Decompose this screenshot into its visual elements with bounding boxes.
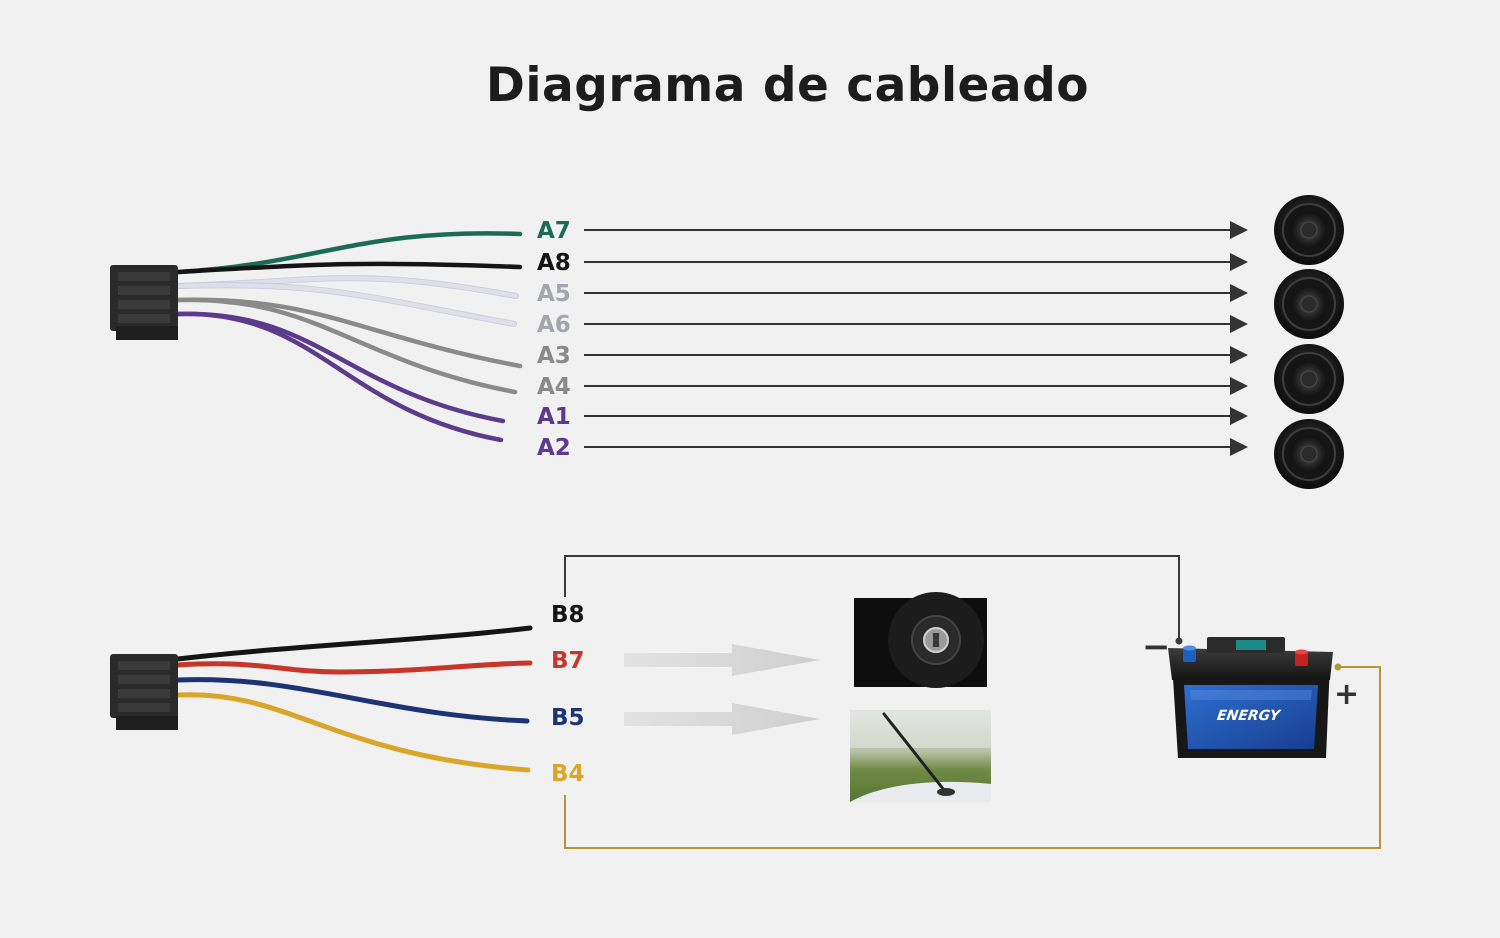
wire-b5 (175, 677, 530, 724)
battery-positive-terminal (1295, 652, 1308, 666)
battery-negative-cap (1183, 645, 1196, 651)
arrowhead-a5 (1230, 284, 1248, 302)
pin-label-a5: A5 (537, 281, 571, 307)
wire-a4 (175, 297, 518, 395)
wire-a6 (175, 283, 517, 327)
arrowhead-a7 (1230, 221, 1248, 239)
arrowhead-a1 (1230, 407, 1248, 425)
pin-label-b8: B8 (551, 602, 585, 628)
arrowhead-a6 (1230, 315, 1248, 333)
arrowhead-a3 (1230, 346, 1248, 364)
speaker-icon (1274, 269, 1344, 339)
antenna-car-roof (850, 781, 991, 802)
battery-label (1184, 685, 1318, 749)
connector-a-latch (116, 326, 178, 340)
pin-label-a8: A8 (537, 250, 571, 276)
connector-b-latch (116, 716, 178, 730)
speaker-dustcap (1300, 370, 1318, 388)
battery-minus-sign: − (1142, 627, 1171, 667)
connector-a-slot (118, 314, 170, 323)
arrowhead-a4 (1230, 377, 1248, 395)
battery-positive-cap (1295, 649, 1308, 655)
wire-b7 (175, 660, 533, 675)
arrowhead-a8 (1230, 253, 1248, 271)
ignition-switch-image (854, 592, 987, 688)
wire-a8 (175, 261, 523, 275)
pin-label-b4: B4 (551, 761, 585, 787)
connector-a-slot (118, 272, 170, 281)
battery-plus-sign: + (1334, 677, 1360, 712)
b8-ground-line (564, 555, 1180, 640)
pin-label-a4: A4 (537, 374, 571, 400)
connector-b-slot (118, 675, 170, 684)
battery-label-highlight (1190, 690, 1312, 700)
connector-a-slot (118, 300, 170, 309)
battery-display (1236, 640, 1266, 650)
b8-ground-node (1175, 637, 1183, 645)
ignition-keyhole (933, 633, 939, 647)
pin-label-b7: B7 (551, 648, 585, 674)
speaker-icon (1274, 344, 1344, 414)
connector-a-slot (118, 286, 170, 295)
connector-b-slot (118, 661, 170, 670)
arrowhead-a2 (1230, 438, 1248, 456)
connector-b-slot (118, 703, 170, 712)
connector-a (110, 265, 178, 340)
speaker-dustcap (1300, 221, 1318, 239)
b7-gray-arrow (624, 644, 820, 676)
diagram-title: Diagrama de cableado (485, 58, 1090, 113)
pin-label-a6: A6 (537, 312, 571, 338)
b4-power-line (564, 666, 1381, 849)
speaker-icon (1274, 419, 1344, 489)
battery-icon (1168, 637, 1333, 758)
battery-brand-label: ENERGY (1215, 708, 1281, 724)
connector-b-slot (118, 689, 170, 698)
pin-label-a7: A7 (537, 218, 571, 244)
pin-label-a3: A3 (537, 343, 571, 369)
wire-a3 (175, 297, 523, 369)
connector-b (110, 654, 178, 730)
battery-top (1168, 648, 1333, 680)
antenna-mast (882, 712, 946, 792)
speaker-dustcap (1300, 295, 1318, 313)
wire-b4 (175, 692, 531, 773)
pin-label-b5: B5 (551, 705, 585, 731)
wire-b8 (175, 625, 533, 662)
wire-a2 (175, 311, 504, 443)
b4-power-node (1334, 663, 1342, 671)
battery-negative-terminal (1183, 648, 1196, 662)
pin-label-a1: A1 (537, 404, 571, 430)
antenna-image (850, 710, 991, 802)
b5-gray-arrow (624, 703, 820, 735)
speaker-icon (1274, 195, 1344, 265)
speaker-dustcap (1300, 445, 1318, 463)
antenna-sky (850, 710, 991, 748)
pin-label-a2: A2 (537, 435, 571, 461)
antenna-base (937, 788, 955, 796)
